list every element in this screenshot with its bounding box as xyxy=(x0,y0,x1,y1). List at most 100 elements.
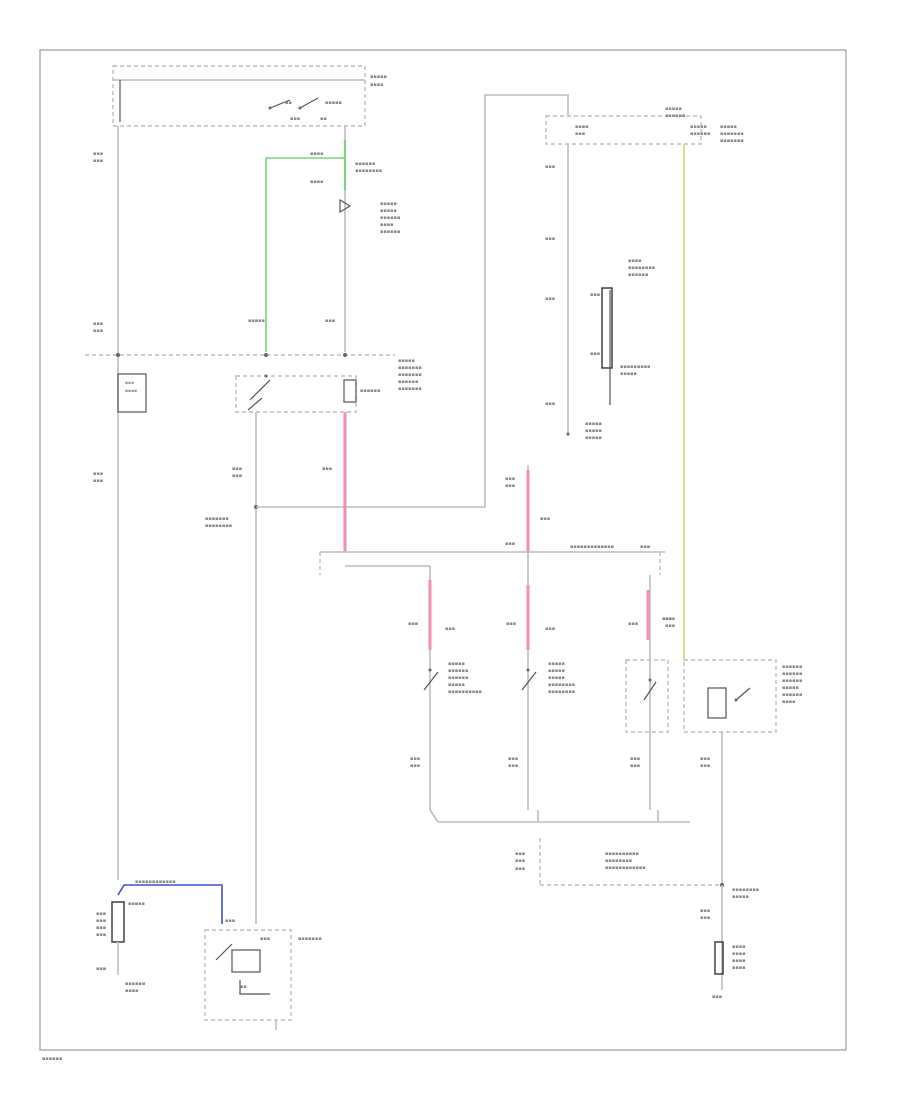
battery-starter-block: ▪▪▪▪▪▪▪▪▪▪▪▪ ▪▪▪▪▪ ▪▪▪ ▪▪▪ ▪▪▪ ▪▪▪ ▪▪▪ ▪… xyxy=(96,879,322,1030)
svg-text:▪▪▪: ▪▪▪ xyxy=(232,466,242,472)
svg-text:▪▪▪▪▪▪: ▪▪▪▪▪▪ xyxy=(628,272,648,278)
svg-text:▪▪▪: ▪▪▪ xyxy=(93,328,103,334)
svg-text:▪▪▪: ▪▪▪ xyxy=(260,936,270,942)
svg-text:▪▪▪▪▪: ▪▪▪▪▪ xyxy=(548,675,565,681)
svg-text:▪▪▪: ▪▪▪ xyxy=(515,858,525,864)
svg-text:▪▪▪▪▪: ▪▪▪▪▪ xyxy=(620,371,637,377)
svg-text:▪▪▪▪▪▪▪▪: ▪▪▪▪▪▪▪▪ xyxy=(548,689,575,695)
svg-text:▪▪▪: ▪▪▪ xyxy=(700,915,710,921)
green-wire xyxy=(265,157,345,352)
svg-text:▪▪▪▪▪: ▪▪▪▪▪ xyxy=(398,358,415,364)
svg-text:▪▪▪▪▪: ▪▪▪▪▪ xyxy=(782,685,799,691)
ignition-output-wire: ▪▪▪▪ ▪▪▪▪ ▪▪▪▪▪▪ ▪▪▪▪▪▪▪▪ ▪▪▪▪▪ ▪▪▪▪▪ ▪▪… xyxy=(248,126,400,352)
ignition-switch-block: ▪▪▪▪▪ ▪▪▪▪ ▪▪ ▪▪▪▪▪ ▪▪▪ ▪▪ xyxy=(112,65,387,127)
svg-text:▪▪▪: ▪▪▪ xyxy=(700,908,710,914)
svg-text:▪▪▪▪▪▪▪▪▪▪▪▪: ▪▪▪▪▪▪▪▪▪▪▪▪ xyxy=(605,865,646,871)
svg-text:▪▪▪▪▪▪: ▪▪▪▪▪▪ xyxy=(398,379,418,385)
svg-text:▪▪▪: ▪▪▪ xyxy=(712,994,722,1000)
svg-text:▪▪▪▪▪▪▪▪: ▪▪▪▪▪▪▪▪ xyxy=(605,858,632,864)
svg-text:▪▪▪: ▪▪▪ xyxy=(628,621,638,627)
svg-text:▪▪▪▪▪: ▪▪▪▪▪ xyxy=(732,894,749,900)
svg-text:▪▪▪: ▪▪▪ xyxy=(665,616,675,622)
svg-text:▪▪: ▪▪ xyxy=(285,100,292,106)
svg-text:▪▪▪: ▪▪▪ xyxy=(630,756,640,762)
svg-text:▪▪▪▪▪: ▪▪▪▪▪ xyxy=(585,421,602,427)
svg-text:▪▪▪▪▪▪: ▪▪▪▪▪▪ xyxy=(782,692,802,698)
svg-text:▪▪▪: ▪▪▪ xyxy=(540,516,550,522)
svg-text:▪▪▪▪▪▪▪▪: ▪▪▪▪▪▪▪▪ xyxy=(732,887,759,893)
svg-text:▪▪▪: ▪▪▪ xyxy=(515,866,525,872)
svg-text:▪▪▪: ▪▪▪ xyxy=(590,351,600,357)
svg-text:▪▪▪: ▪▪▪ xyxy=(96,932,106,938)
svg-text:▪▪▪▪: ▪▪▪▪ xyxy=(370,82,384,88)
svg-text:▪▪▪: ▪▪▪ xyxy=(325,318,335,324)
svg-text:▪▪▪: ▪▪▪ xyxy=(662,616,672,622)
svg-text:▪▪▪▪▪▪▪: ▪▪▪▪▪▪▪ xyxy=(298,936,322,942)
svg-text:▪▪▪: ▪▪▪ xyxy=(96,918,106,924)
svg-text:▪▪▪▪: ▪▪▪▪ xyxy=(782,699,796,705)
svg-text:▪▪▪: ▪▪▪ xyxy=(515,851,525,857)
svg-text:▪▪▪▪▪: ▪▪▪▪▪ xyxy=(585,435,602,441)
svg-text:▪▪▪▪▪▪: ▪▪▪▪▪▪ xyxy=(360,388,380,394)
svg-text:▪▪▪▪▪▪▪▪: ▪▪▪▪▪▪▪▪ xyxy=(628,265,655,271)
svg-text:▪▪▪▪: ▪▪▪▪ xyxy=(628,258,642,264)
svg-text:▪▪▪▪▪▪▪▪▪: ▪▪▪▪▪▪▪▪▪ xyxy=(620,364,651,370)
svg-text:▪▪▪: ▪▪▪ xyxy=(232,473,242,479)
svg-text:▪▪▪▪▪▪: ▪▪▪▪▪▪ xyxy=(355,161,375,167)
right-relay-box: ▪▪▪▪▪▪ ▪▪▪▪▪▪ ▪▪▪▪▪▪ ▪▪▪▪▪ ▪▪▪▪▪▪ ▪▪▪▪ ▪… xyxy=(683,659,802,885)
svg-text:▪▪▪▪: ▪▪▪▪ xyxy=(732,944,746,950)
svg-text:▪▪▪▪▪▪▪: ▪▪▪▪▪▪▪ xyxy=(398,372,422,378)
svg-text:▪▪▪▪▪: ▪▪▪▪▪ xyxy=(128,901,145,907)
svg-text:▪▪▪: ▪▪▪ xyxy=(545,626,555,632)
svg-text:▪▪▪: ▪▪▪ xyxy=(665,623,675,629)
svg-text:▪▪▪▪▪▪: ▪▪▪▪▪▪ xyxy=(782,671,802,677)
svg-text:▪▪▪▪▪: ▪▪▪▪▪ xyxy=(248,318,265,324)
svg-text:▪▪▪▪▪: ▪▪▪▪▪ xyxy=(720,124,737,130)
svg-text:▪▪▪: ▪▪▪ xyxy=(93,471,103,477)
svg-text:▪▪▪▪▪▪▪▪▪▪▪▪▪: ▪▪▪▪▪▪▪▪▪▪▪▪▪ xyxy=(570,544,614,550)
svg-text:▪▪▪▪▪▪▪▪: ▪▪▪▪▪▪▪▪ xyxy=(355,168,382,174)
svg-text:▪▪▪▪▪: ▪▪▪▪▪ xyxy=(548,668,565,674)
svg-text:▪▪▪: ▪▪▪ xyxy=(125,381,134,386)
svg-text:▪▪▪: ▪▪▪ xyxy=(96,911,106,917)
svg-text:▪▪▪: ▪▪▪ xyxy=(640,544,650,550)
svg-text:▪▪▪▪▪▪▪: ▪▪▪▪▪▪▪ xyxy=(720,131,744,137)
bottom-right-ground: ▪▪▪ ▪▪▪ ▪▪▪▪ ▪▪▪▪ ▪▪▪▪ ▪▪▪▪ ▪▪▪ xyxy=(700,885,746,1000)
switch-branch-3: ▪▪▪ ▪▪▪ ▪▪▪ ▪▪▪ xyxy=(625,575,672,810)
svg-text:▪▪▪▪: ▪▪▪▪ xyxy=(732,958,746,964)
svg-text:▪▪▪▪▪▪▪: ▪▪▪▪▪▪▪ xyxy=(398,365,422,371)
switch-branch-1: ▪▪▪ ▪▪▪ ▪▪▪▪▪ ▪▪▪▪▪▪ ▪▪▪▪▪▪ ▪▪▪▪▪ ▪▪▪▪▪▪… xyxy=(408,566,482,810)
svg-text:▪▪▪▪▪: ▪▪▪▪▪ xyxy=(548,661,565,667)
svg-text:▪▪▪: ▪▪▪ xyxy=(505,541,515,547)
svg-text:▪▪▪▪▪: ▪▪▪▪▪ xyxy=(380,201,397,207)
diagram-code: ▪▪▪▪▪▪ xyxy=(42,1056,62,1062)
svg-text:▪▪▪: ▪▪▪ xyxy=(505,476,515,482)
svg-text:▪▪▪: ▪▪▪ xyxy=(410,756,420,762)
center-pink-column: ▪▪▪ ▪▪▪ ▪▪▪ ▪▪▪ xyxy=(505,465,550,552)
svg-text:▪▪▪▪▪▪: ▪▪▪▪▪▪ xyxy=(690,131,710,137)
svg-text:▪▪▪: ▪▪▪ xyxy=(93,151,103,157)
svg-text:▪▪▪▪▪▪: ▪▪▪▪▪▪ xyxy=(782,678,802,684)
lower-junction: ▪▪▪ ▪▪▪ ▪▪▪ ▪▪▪▪▪▪▪▪▪▪ ▪▪▪▪▪▪▪▪ ▪▪▪▪▪▪▪▪… xyxy=(515,838,759,900)
svg-text:▪▪▪▪▪: ▪▪▪▪▪ xyxy=(448,661,465,667)
svg-text:▪▪▪▪▪: ▪▪▪▪▪ xyxy=(665,106,682,112)
svg-text:▪▪▪: ▪▪▪ xyxy=(408,621,418,627)
svg-text:▪▪▪▪▪▪▪▪▪▪: ▪▪▪▪▪▪▪▪▪▪ xyxy=(605,851,639,857)
svg-text:▪▪▪: ▪▪▪ xyxy=(545,236,555,242)
svg-text:▪▪▪: ▪▪▪ xyxy=(445,626,455,632)
svg-text:▪▪▪▪▪▪▪: ▪▪▪▪▪▪▪ xyxy=(398,386,422,392)
svg-text:▪▪▪▪▪: ▪▪▪▪▪ xyxy=(690,124,707,130)
svg-text:▪▪▪▪▪▪▪▪: ▪▪▪▪▪▪▪▪ xyxy=(548,682,575,688)
svg-text:▪▪▪▪▪▪▪▪▪▪: ▪▪▪▪▪▪▪▪▪▪ xyxy=(448,689,482,695)
switch-branch-2: ▪▪▪ ▪▪▪ ▪▪▪▪▪ ▪▪▪▪▪ ▪▪▪▪▪ ▪▪▪▪▪▪▪▪ ▪▪▪▪▪… xyxy=(506,552,575,810)
svg-text:▪▪▪: ▪▪▪ xyxy=(506,621,516,627)
svg-text:▪▪▪▪▪: ▪▪▪▪▪ xyxy=(370,74,387,80)
svg-text:▪▪▪▪▪▪▪▪: ▪▪▪▪▪▪▪▪ xyxy=(205,523,232,529)
diagram-frame xyxy=(39,49,847,1051)
svg-text:▪▪▪▪: ▪▪▪▪ xyxy=(310,151,324,157)
svg-text:▪▪▪: ▪▪▪ xyxy=(545,401,555,407)
left-main-wire: ▪▪▪ ▪▪▪ ▪▪▪ ▪▪▪ ▪▪▪ ▪▪▪ ▪▪▪ ▪▪▪▪ xyxy=(93,126,147,880)
svg-text:▪▪▪: ▪▪▪ xyxy=(545,296,555,302)
svg-text:▪▪▪▪▪▪: ▪▪▪▪▪▪ xyxy=(125,981,145,987)
svg-text:▪▪▪: ▪▪▪ xyxy=(290,116,300,122)
